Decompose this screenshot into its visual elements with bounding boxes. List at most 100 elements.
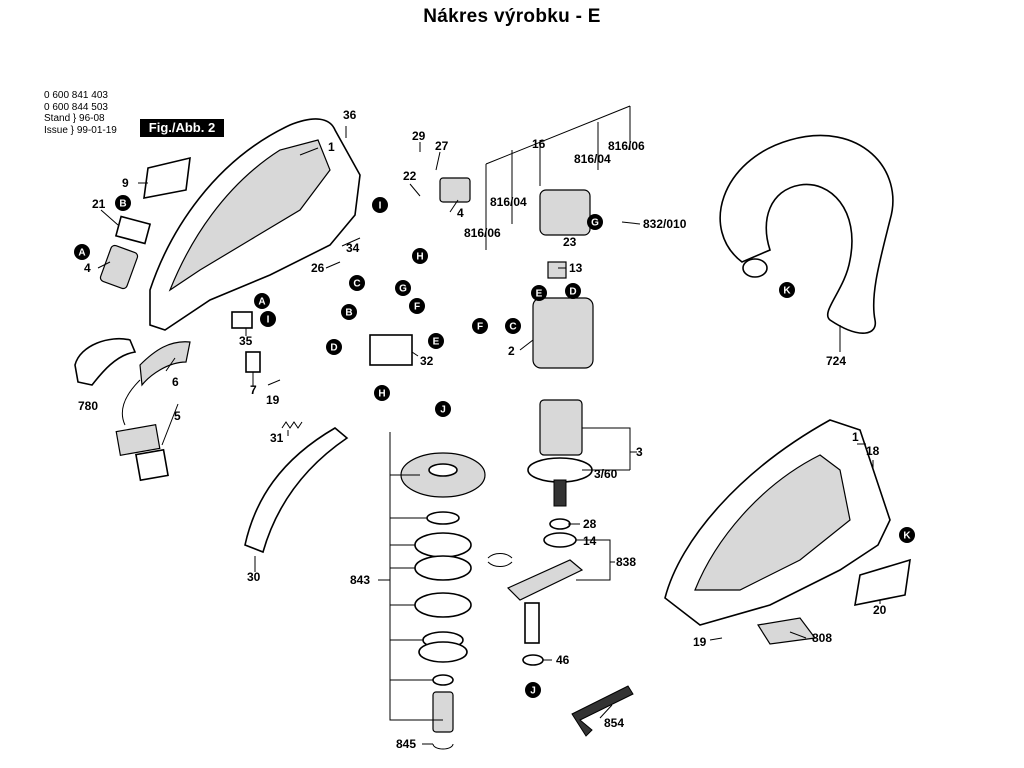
marker-e: E [428, 333, 444, 349]
svg-text:G: G [591, 218, 599, 229]
strain-relief-6-shape [139, 341, 191, 387]
plug-5-shape [115, 424, 161, 456]
marker-k: K [779, 282, 795, 298]
plug-5-head [135, 448, 169, 482]
marker-a: A [74, 244, 90, 260]
part-label: 19 [693, 635, 707, 649]
part-label: 20 [873, 603, 887, 617]
leader-lines [97, 105, 881, 745]
pin-shape [524, 602, 540, 644]
svg-text:E: E [536, 289, 543, 300]
svg-text:J: J [530, 686, 536, 697]
part-number: 0 600 844 503 [44, 101, 108, 113]
leader-line [435, 151, 441, 171]
marker-d: D [326, 339, 342, 355]
eccentric-838-shape [506, 559, 584, 601]
svg-text:A: A [258, 297, 265, 308]
leader-line [411, 351, 419, 357]
issue-line: Issue } 99-01-19 [44, 124, 117, 136]
washer-shape [414, 592, 472, 618]
part-drawings [74, 118, 911, 750]
marker-i: I [372, 197, 388, 213]
part-label: 18 [866, 444, 880, 458]
svg-text:A: A [78, 248, 85, 259]
marker-j: J [525, 682, 541, 698]
part-label: 30 [247, 570, 261, 584]
part-label: 5 [174, 409, 181, 423]
washer-shape [432, 674, 454, 686]
bracket-16 [485, 105, 631, 250]
gear-shaft-shape [432, 691, 454, 733]
part-label: 2 [508, 344, 515, 358]
part-label: 838 [616, 555, 636, 569]
svg-text:H: H [416, 252, 423, 263]
part-label: 816/04 [574, 152, 611, 166]
marker-d: D [565, 283, 581, 299]
part-label: 23 [563, 235, 577, 249]
part-label: 780 [78, 399, 98, 413]
armature-shaft-shape [553, 479, 567, 507]
svg-text:K: K [783, 286, 791, 297]
part-label: 816/04 [490, 195, 527, 209]
leader-line [267, 379, 281, 386]
circlip-845-shape [432, 743, 454, 750]
label-808-shape [757, 617, 817, 645]
part-label: 13 [569, 261, 583, 275]
part-label: 36 [343, 108, 357, 122]
part-label: 1 [328, 140, 335, 154]
part-label: 16 [532, 137, 546, 151]
washer-28-shape [549, 518, 571, 530]
svg-text:D: D [330, 343, 337, 354]
armature-3-shape [539, 399, 583, 456]
part-label: 832/010 [643, 217, 687, 231]
bracket-843 [378, 432, 443, 721]
part-label: 28 [583, 517, 597, 531]
marker-g: G [587, 214, 603, 230]
gear-hub-shape [428, 463, 458, 477]
svg-text:G: G [399, 284, 407, 295]
leader-line [621, 221, 641, 225]
leader-line [299, 147, 319, 156]
document-header: 0 600 841 403 0 600 844 503 Stand } 96-0… [44, 90, 117, 136]
svg-text:I: I [379, 201, 382, 212]
part-label: 3/60 [594, 467, 618, 481]
handle-724-mount [742, 258, 768, 278]
hex-key-854-shape [571, 685, 634, 737]
marker-j: J [435, 401, 451, 417]
washer-shape [426, 511, 460, 525]
part-label: 1 [852, 430, 859, 444]
svg-text:I: I [267, 315, 270, 326]
svg-text:B: B [345, 308, 352, 319]
snap-ring-shape [487, 553, 513, 567]
leader-line [341, 237, 361, 247]
part-label: 854 [604, 716, 624, 730]
svg-text:J: J [440, 405, 446, 416]
stator-2-shape [532, 297, 594, 369]
svg-text:D: D [569, 287, 576, 298]
svg-text:E: E [433, 337, 440, 348]
housing-left-inner [168, 139, 331, 292]
guide-rail-30-shape [244, 427, 349, 554]
part-label: 724 [826, 354, 846, 368]
bush-14-shape [543, 532, 577, 548]
label-plate-20-shape [854, 558, 911, 607]
part-label: 21 [92, 197, 106, 211]
marker-b: B [115, 195, 131, 211]
svg-text:H: H [378, 389, 385, 400]
part-label: 31 [270, 431, 284, 445]
part-label: 34 [346, 241, 360, 255]
part-label: 3 [636, 445, 643, 459]
part-label: 14 [583, 534, 597, 548]
leader-line [449, 199, 459, 213]
terminal-35-shape [231, 311, 253, 329]
marker-c: C [349, 275, 365, 291]
marker-e: E [531, 285, 547, 301]
bracket-780-shape [74, 338, 137, 386]
leader-line [325, 261, 341, 269]
part-labels: 36 1 9 21 4 29 27 22 4 34 26 35 7 19 6 7… [78, 108, 887, 751]
marker-k: K [899, 527, 915, 543]
svg-text:K: K [903, 531, 911, 542]
leader-line [97, 261, 111, 269]
svg-text:B: B [119, 199, 126, 210]
